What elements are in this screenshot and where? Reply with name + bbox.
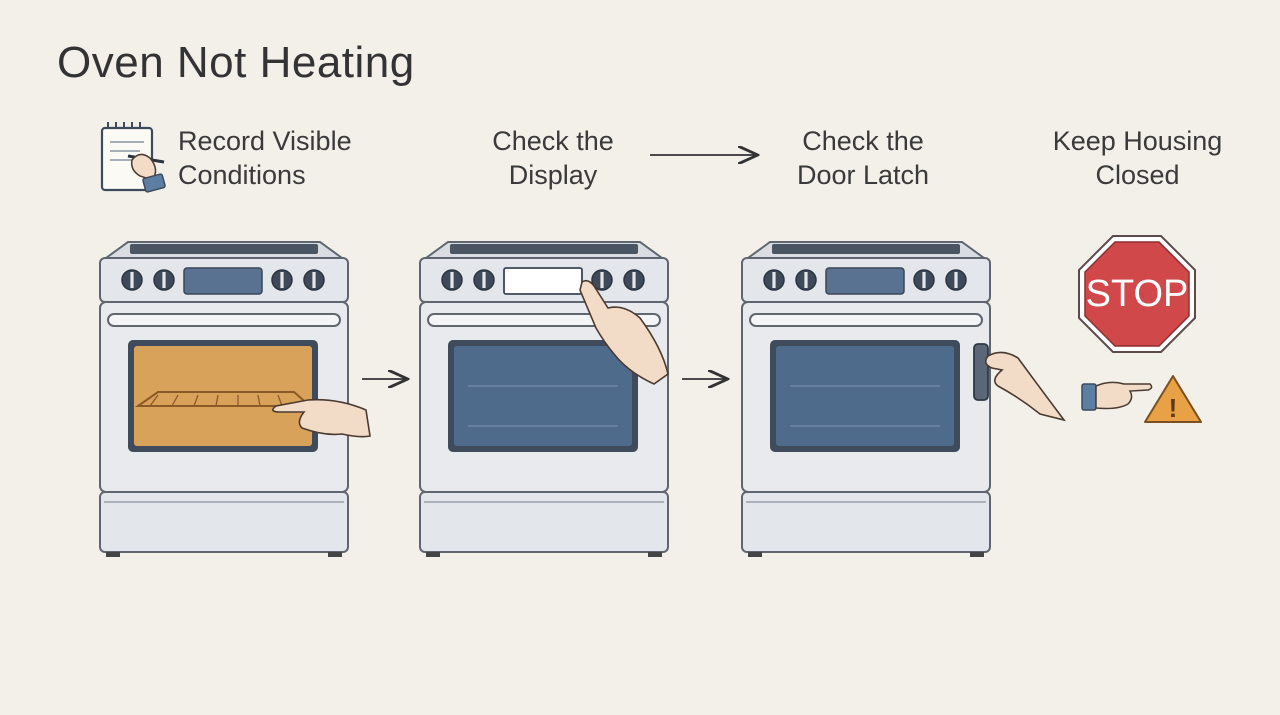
step-1-line-1: Record Visible	[178, 126, 352, 156]
step-4-line-2: Closed	[1095, 160, 1180, 190]
oven-3-window	[776, 346, 954, 446]
step-2-line-2: Display	[508, 160, 598, 190]
oven-1-display	[183, 267, 263, 295]
oven-2-display	[503, 267, 583, 295]
notepad-icon	[100, 122, 166, 193]
step-4-line-1: Keep Housing	[1052, 126, 1223, 156]
warning-symbol: !	[1169, 393, 1178, 423]
oven-2	[419, 241, 669, 558]
stop-sign-icon: STOP	[1078, 235, 1196, 353]
oven-3	[741, 241, 1066, 558]
step-3-label: Check the Door Latch	[780, 124, 946, 192]
heated-oven-window	[134, 346, 312, 446]
step-1-label: Record Visible Conditions	[178, 124, 352, 192]
step-1-line-2: Conditions	[178, 160, 306, 190]
step-2-line-1: Check the	[492, 126, 614, 156]
pointing-hand-icon	[1081, 381, 1153, 411]
hand-touching-rack	[272, 398, 371, 438]
step-2-label: Check the Display	[470, 124, 636, 192]
hand-on-latch	[984, 351, 1066, 422]
oven-2-window	[454, 346, 632, 446]
step-4-label: Keep Housing Closed	[1040, 124, 1235, 192]
oven-1	[99, 241, 371, 558]
warning-triangle-icon: !	[1144, 375, 1202, 423]
oven-3-display	[825, 267, 905, 295]
door-latch	[973, 343, 989, 401]
step-3-line-2: Door Latch	[796, 160, 930, 190]
hand-pointing-display	[579, 279, 669, 385]
stop-sign-text: STOP	[1086, 273, 1189, 315]
page-title: Oven Not Heating	[57, 38, 415, 87]
step-3-line-1: Check the	[802, 126, 924, 156]
